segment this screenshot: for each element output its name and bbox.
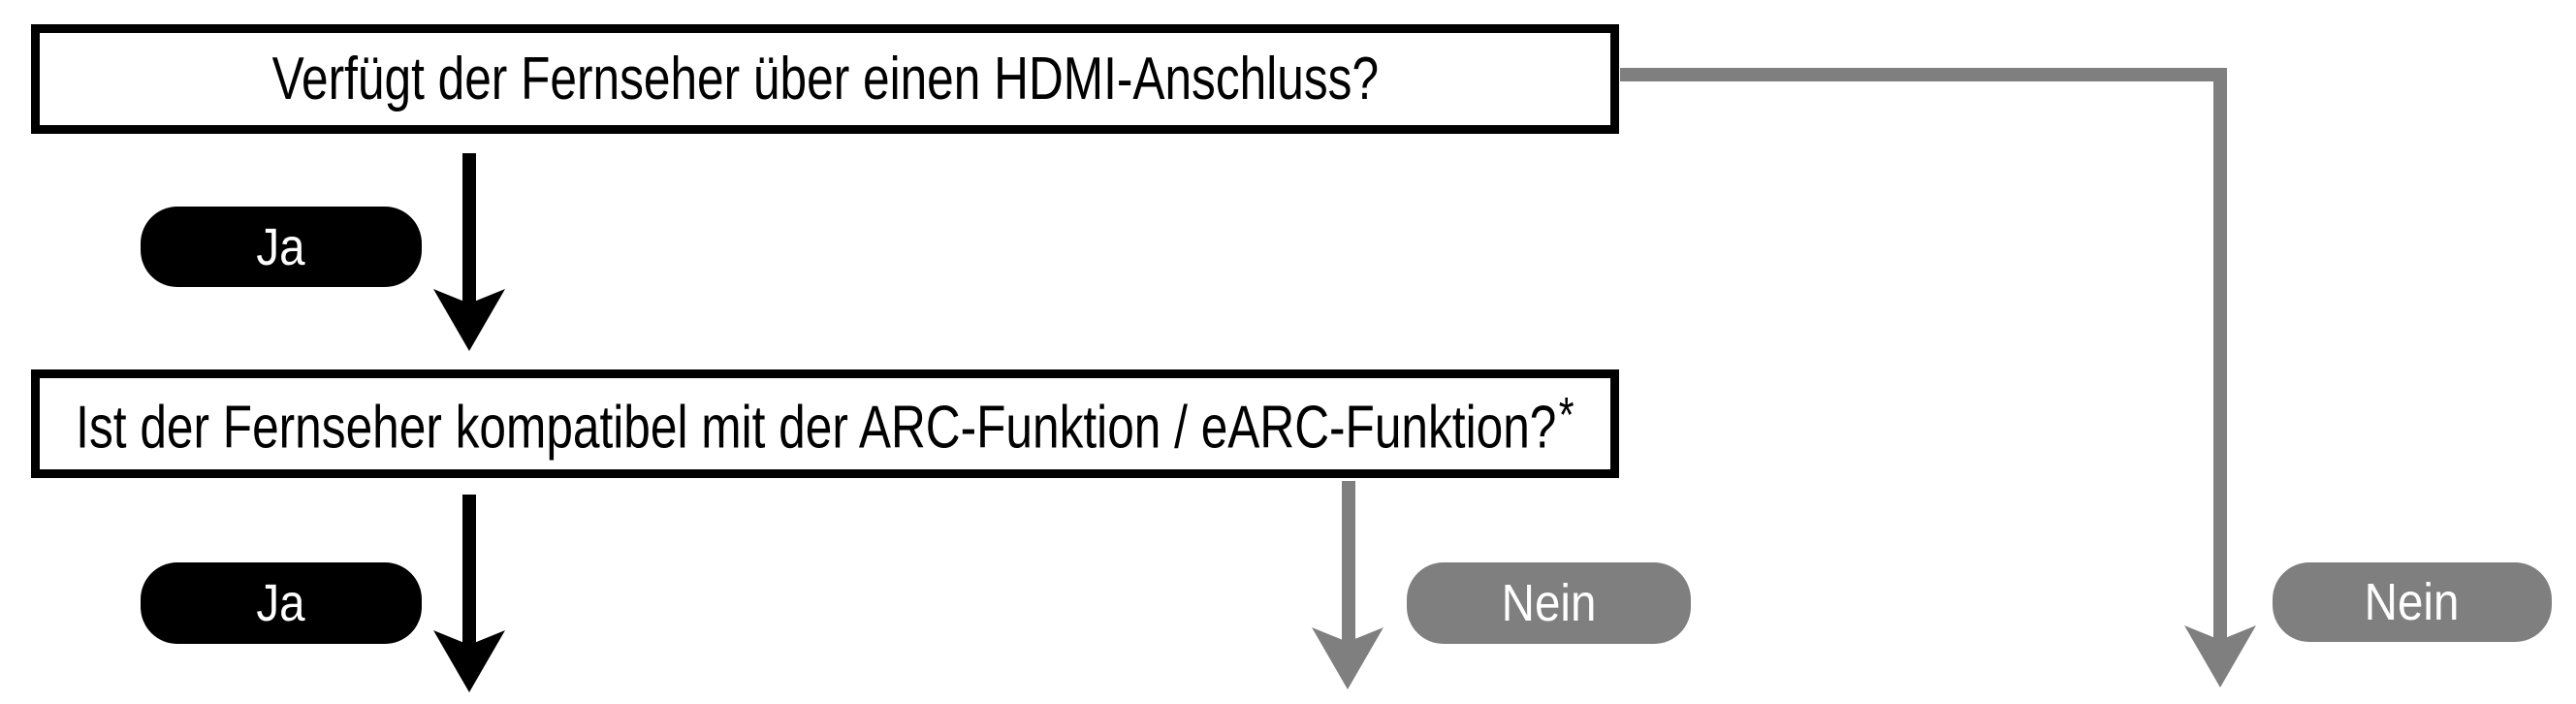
down-arrowhead-icon bbox=[433, 289, 505, 351]
down-arrowhead-icon bbox=[433, 630, 505, 692]
no-connector-vertical-line bbox=[2213, 68, 2227, 643]
no-badge-middle: Nein bbox=[1407, 562, 1691, 644]
question-text-hdmi: Verfügt der Fernseher über einen HDMI-An… bbox=[271, 46, 1379, 112]
yes-badge-label: Ja bbox=[256, 574, 306, 632]
question-box-arc: Ist der Fernseher kompatibel mit der ARC… bbox=[31, 369, 1619, 478]
yes-badge-label: Ja bbox=[256, 217, 306, 276]
no-badge-label: Nein bbox=[1501, 574, 1597, 632]
no-arrow-shaft-middle bbox=[1342, 481, 1355, 645]
yes-badge-2: Ja bbox=[141, 562, 422, 644]
yes-arrow-shaft-1 bbox=[462, 153, 476, 306]
footnote-asterisk: * bbox=[1558, 386, 1574, 442]
yes-badge-1: Ja bbox=[141, 207, 422, 287]
question-text-arc: Ist der Fernseher kompatibel mit der ARC… bbox=[76, 386, 1574, 462]
down-arrowhead-icon bbox=[1312, 627, 1383, 689]
yes-arrow-shaft-2 bbox=[462, 495, 476, 648]
down-arrowhead-icon bbox=[2184, 625, 2256, 688]
no-badge-label: Nein bbox=[2365, 573, 2460, 631]
question-box-hdmi: Verfügt der Fernseher über einen HDMI-An… bbox=[31, 24, 1619, 134]
question-text-arc-main: Ist der Fernseher kompatibel mit der ARC… bbox=[76, 394, 1557, 462]
no-badge-right: Nein bbox=[2273, 562, 2552, 642]
no-connector-horizontal-line bbox=[1620, 68, 2227, 81]
